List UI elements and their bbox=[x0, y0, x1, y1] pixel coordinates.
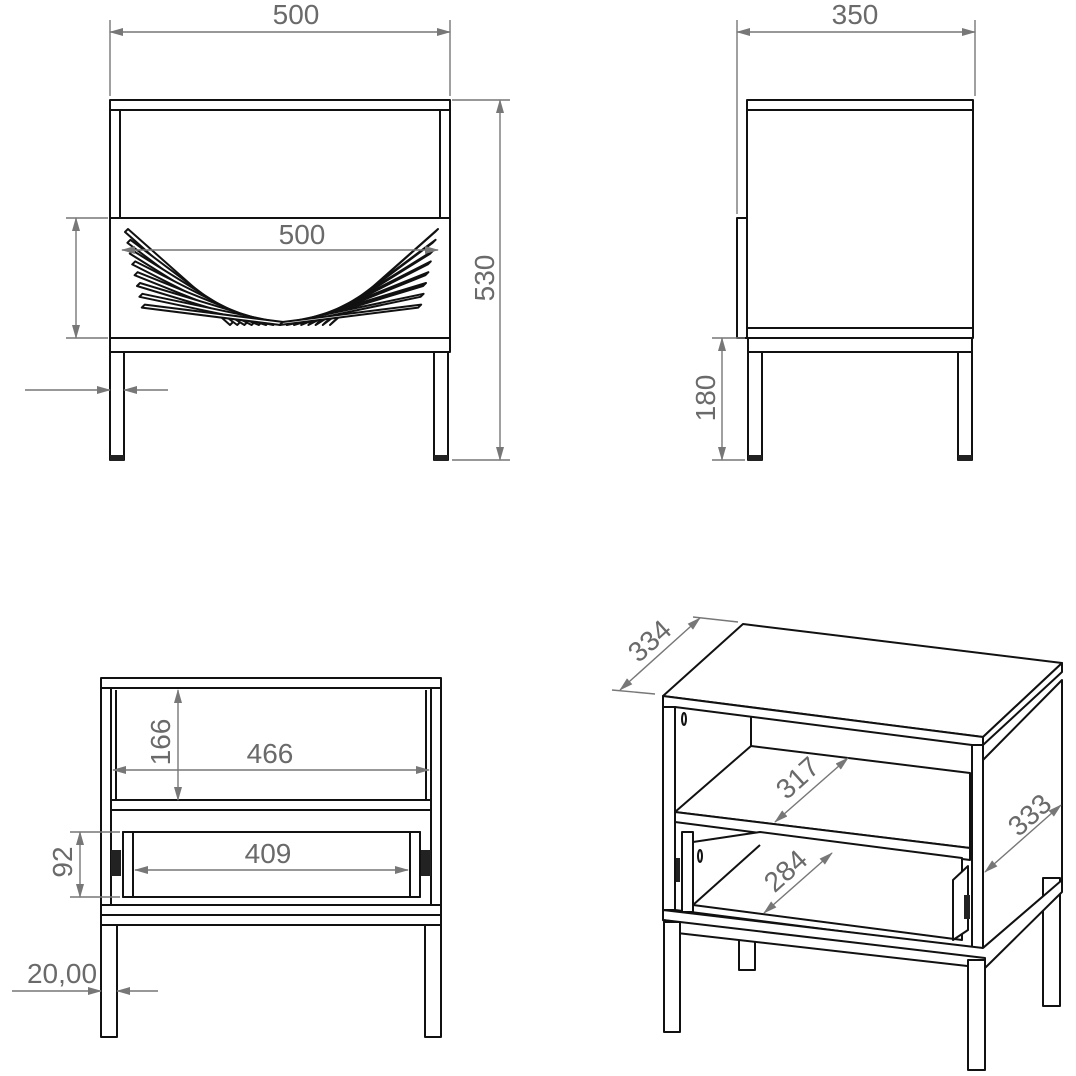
dim-shelf-depth bbox=[774, 757, 849, 823]
left-side-panel bbox=[100, 687, 112, 906]
dim-label-shelf-height: 166 bbox=[145, 719, 176, 766]
top-board bbox=[746, 99, 974, 111]
side-panel bbox=[746, 109, 974, 329]
base-frame bbox=[109, 337, 451, 353]
dim-drawer-depth bbox=[763, 852, 833, 914]
bottom-board bbox=[746, 327, 974, 339]
base-frame bbox=[100, 914, 442, 926]
drawer-slide-right bbox=[421, 850, 431, 876]
front-open-view: 166 466 92 409 20,00 bbox=[12, 677, 442, 1038]
base-frame bbox=[747, 337, 973, 353]
dim-label-leg-size: 20,00 bbox=[27, 958, 97, 989]
leg-left bbox=[109, 351, 125, 461]
leg-right bbox=[433, 351, 449, 461]
top-board bbox=[109, 99, 451, 111]
drawer-slide-right bbox=[964, 895, 970, 919]
isometric-view: 334 317 333 284 bbox=[611, 614, 1063, 1071]
drawer-side-right bbox=[952, 865, 969, 941]
leg-back bbox=[957, 351, 973, 461]
dim-label-drawer-width: 500 bbox=[279, 219, 326, 250]
dim-label-height: 530 bbox=[469, 255, 500, 302]
leg-left bbox=[100, 924, 118, 1038]
leg-front-right bbox=[967, 959, 986, 1071]
dim-top-depth bbox=[619, 617, 701, 691]
foot-right bbox=[434, 455, 448, 461]
dim-side-depth bbox=[984, 804, 1062, 873]
dim-label-depth: 350 bbox=[832, 0, 879, 30]
dim-label-leg-height: 180 bbox=[690, 375, 721, 422]
bottom-board bbox=[100, 904, 442, 916]
slat-pattern bbox=[124, 228, 439, 326]
drawer-box bbox=[122, 831, 421, 898]
leg-right bbox=[424, 924, 442, 1038]
slat bbox=[278, 303, 423, 326]
side-view: 350 180 bbox=[690, 0, 976, 461]
right-side-panel bbox=[439, 109, 451, 219]
drawer-side-left bbox=[681, 831, 694, 913]
drawer-slide-left bbox=[674, 858, 680, 882]
leg-front bbox=[747, 351, 763, 461]
left-side-panel bbox=[109, 109, 121, 219]
leg-back-right bbox=[1042, 877, 1061, 1007]
foot-left bbox=[110, 455, 124, 461]
drawer-front-edge bbox=[736, 217, 748, 339]
dim-label-drawer-inner-width: 409 bbox=[245, 838, 292, 869]
left-side-panel bbox=[662, 706, 676, 911]
right-side-panel bbox=[430, 687, 442, 906]
right-side-panel-edge bbox=[971, 744, 984, 949]
top-board bbox=[100, 677, 442, 689]
front-view: 500 500 530 bbox=[25, 0, 510, 461]
shelf bbox=[110, 799, 432, 811]
leg-front-left bbox=[663, 921, 681, 1033]
dim-label-drawer-height: 92 bbox=[47, 846, 78, 877]
dim-label-top-depth: 334 bbox=[622, 614, 677, 668]
drawer-slide-left bbox=[111, 850, 121, 876]
dim-label-inner-width: 466 bbox=[247, 738, 294, 769]
leg-back-left bbox=[738, 939, 756, 971]
dim-label-width-top: 500 bbox=[273, 0, 320, 30]
